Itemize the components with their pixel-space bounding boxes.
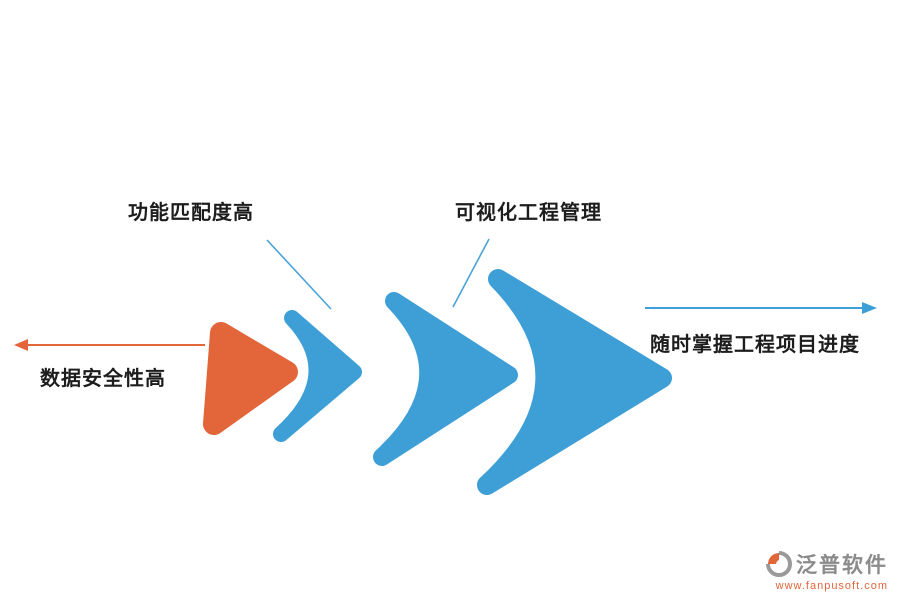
blue-chevron-small-shape [273, 310, 362, 442]
connector-feature-match [266, 239, 332, 310]
fanpu-logo-icon [766, 551, 792, 577]
label-feature-match: 功能匹配度高 [128, 202, 254, 224]
watermark-logo: 泛普软件 www.fanpusoft.com [766, 549, 888, 592]
right-arrow [645, 302, 877, 314]
logo-website: www.fanpusoft.com [775, 580, 888, 592]
logo-name: 泛普软件 [796, 554, 888, 577]
label-visual-management: 可视化工程管理 [455, 202, 602, 224]
orange-triangle-shape [203, 322, 298, 435]
connector-visual-management [452, 238, 490, 308]
label-progress-tracking: 随时掌握工程项目进度 [650, 334, 860, 356]
label-data-security: 数据安全性高 [40, 368, 166, 390]
blue-chevron-large-shape [477, 269, 672, 495]
left-arrow [14, 339, 205, 351]
blue-chevron-medium-shape [373, 292, 518, 466]
